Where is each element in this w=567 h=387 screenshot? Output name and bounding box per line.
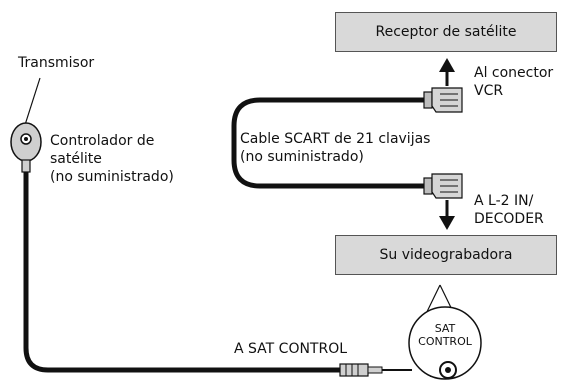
sat-control-cable [23, 172, 340, 373]
controller-label: Controlador de satélite (no suministrado… [50, 133, 174, 185]
scart-cable-label: Cable SCART de 21 clavijas (no suministr… [240, 131, 431, 165]
vcr-box: Su videograbadora [335, 235, 557, 275]
to-sat-control-label: A SAT CONTROL [234, 341, 348, 357]
scart-cable [231, 97, 424, 189]
mini-plug-icon [339, 363, 412, 377]
sat-control-jack-icon [408, 284, 482, 380]
sat-control-jack-label: SAT CONTROL [418, 322, 472, 348]
satellite-controller-icon [10, 122, 42, 173]
satellite-receiver-box: Receptor de satélite [335, 12, 557, 52]
to-l2-decoder-label: A L-2 IN/ DECODER [474, 193, 544, 227]
satellite-receiver-label: Receptor de satélite [375, 24, 517, 40]
to-vcr-connector-label: Al conector VCR [474, 65, 554, 99]
arrow-up-icon [439, 58, 455, 72]
vcr-label: Su videograbadora [379, 247, 513, 263]
arrow-down-icon [439, 216, 455, 230]
transmitter-label: Transmisor [18, 55, 95, 71]
transmitter-pointer-line [23, 77, 41, 129]
scart-connector-bottom-icon [423, 173, 463, 199]
scart-connector-top-icon [423, 87, 463, 113]
